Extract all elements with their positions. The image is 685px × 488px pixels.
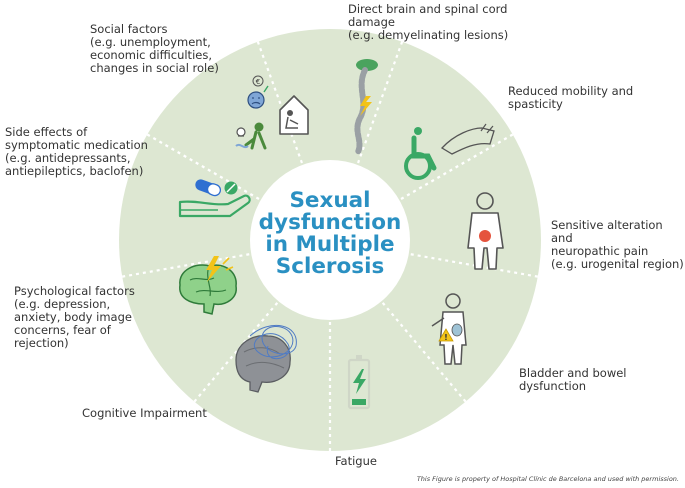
svg-text:!: ! [444, 333, 448, 342]
title-line: Sclerosis [275, 254, 385, 279]
label-side-effects: Side effects of symptomatic medication (… [5, 125, 148, 178]
label-psychological-factors: Psychological factors (e.g. depression, … [14, 284, 135, 350]
social-icon: € [235, 75, 309, 150]
central-title: Sexual dysfunction in Multiple Sclerosis [255, 190, 405, 278]
segment-dividers [122, 41, 538, 451]
title-line: in Multiple [265, 232, 395, 257]
segment-divider [256, 41, 303, 164]
segment-divider [146, 133, 260, 200]
bladder-icon: ! [431, 293, 467, 365]
stressed-brain-icon [179, 256, 237, 315]
segment-divider [381, 302, 467, 403]
segment-divider [400, 133, 514, 200]
spine-icon [354, 59, 378, 155]
copyright-note: This Figure is property of Hospital Clín… [416, 475, 679, 483]
body-pain-icon [467, 192, 504, 270]
label-cognitive-impairment: Cognitive Impairment [82, 406, 207, 420]
label-brain-spinal-damage: Direct brain and spinal cord damage (e.g… [348, 2, 509, 42]
title-line: Sexual [289, 188, 371, 213]
label-reduced-mobility: Reduced mobility and spasticity [508, 84, 634, 111]
inner-circle [250, 160, 410, 320]
label-fatigue: Fatigue [335, 454, 377, 468]
segment-divider [357, 41, 404, 164]
label-sensitive-alteration: Sensitive alteration and neuropathic pai… [551, 218, 684, 271]
segment-divider [193, 302, 279, 403]
wheelchair-icon [404, 123, 495, 180]
svg-text:€: € [256, 78, 260, 86]
tangled-brain-icon [235, 325, 297, 393]
title-line: dysfunction [258, 210, 402, 235]
label-bladder-bowel: Bladder and bowel dysfunction [519, 366, 627, 393]
battery-icon [347, 355, 371, 410]
pills-hand-icon [178, 179, 251, 218]
label-social-factors: Social factors (e.g. unemployment, econo… [90, 22, 219, 75]
